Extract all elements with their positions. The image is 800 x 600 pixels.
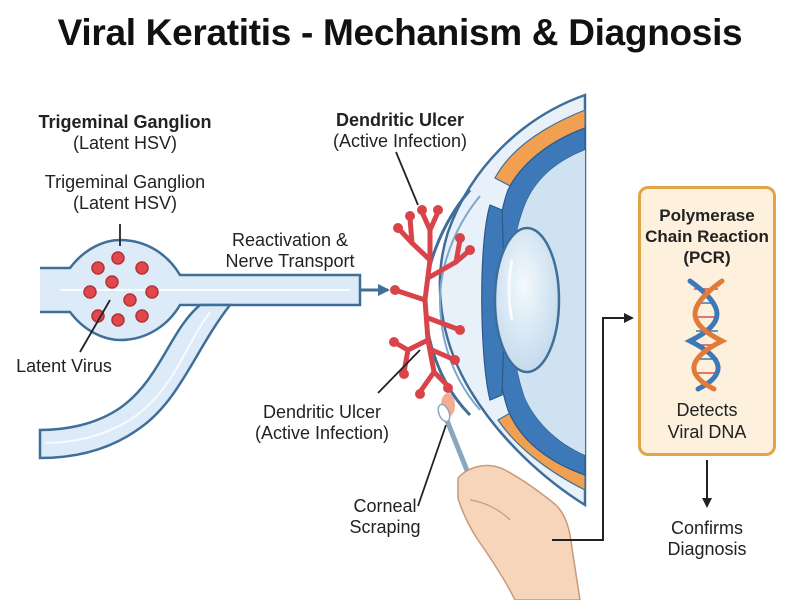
- page-title: Viral Keratitis - Mechanism & Diagnosis: [57, 12, 743, 53]
- sample-to-pcr-arrow: [552, 313, 634, 541]
- pcr-title: Polymerase Chain Reaction (PCR): [645, 206, 769, 267]
- pcr-detects: Detects Viral DNA: [667, 400, 747, 442]
- label-corneal-scraping: Corneal Scraping: [349, 496, 421, 537]
- label-latent-virus: Latent Virus: [16, 356, 112, 376]
- eye-lens: [493, 226, 561, 374]
- label-ulcer-bottom: Dendritic Ulcer (Active Infection): [254, 402, 390, 443]
- dna-helix-icon: [684, 278, 728, 392]
- pcr-box: Polymerase Chain Reaction (PCR) Detects …: [638, 186, 776, 456]
- callout-lines: [79, 151, 447, 507]
- swab-and-hand: [437, 403, 581, 600]
- eye-cross-section: [423, 93, 587, 508]
- swab-stick: [443, 415, 473, 481]
- label-confirms-diagnosis: Confirms Diagnosis: [667, 518, 747, 559]
- nerve-branch: [38, 303, 233, 460]
- latent-virus-particles: [83, 251, 159, 327]
- label-reactivation: Reactivation & Nerve Transport: [225, 230, 355, 271]
- dendrite-terminal-bulbs: [389, 205, 475, 399]
- eye-iris: [481, 204, 506, 401]
- label-ganglion: Trigeminal Ganglion (Latent HSV): [44, 172, 206, 213]
- eye-cornea-inner: [438, 195, 481, 411]
- label-ganglion-bold: Trigeminal Ganglion (Latent HSV): [38, 112, 212, 153]
- hand: [457, 464, 581, 600]
- dendritic-ulcer: [391, 209, 473, 395]
- label-ulcer-top: Dendritic Ulcer (Active Infection): [332, 110, 468, 151]
